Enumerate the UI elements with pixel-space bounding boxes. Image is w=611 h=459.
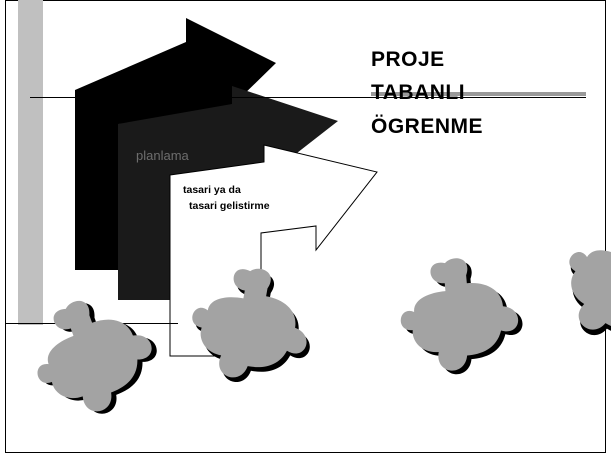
arrow-label-design-line-2: tasari gelistirme (189, 200, 270, 212)
title-line-1: PROJE (371, 48, 445, 71)
puzzle-piece-icon (543, 206, 611, 368)
title-line-2: TABANLI (371, 81, 466, 104)
side-bar (18, 0, 43, 325)
arrow-back (75, 18, 276, 270)
puzzle-piece-icon (395, 253, 527, 379)
arrow-label-design-line-1: tasari ya da (183, 184, 241, 196)
title-accent-bar (371, 92, 586, 96)
arrow-middle (118, 86, 338, 300)
arrow-label-planning: planlama (136, 148, 189, 163)
slide-border (5, 0, 606, 453)
title-line-3: ÖGRENME (371, 115, 484, 138)
